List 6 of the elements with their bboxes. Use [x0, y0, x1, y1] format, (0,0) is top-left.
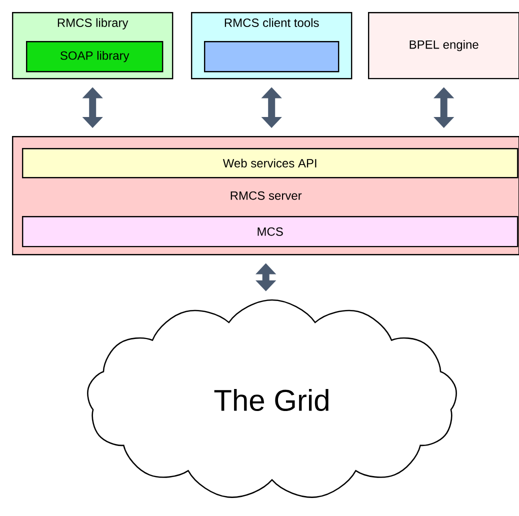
cloud: The Grid	[87, 299, 457, 498]
library-box: SOAP library	[26, 41, 164, 72]
engine-box: BPEL engine	[368, 12, 519, 80]
service-box: MCS	[22, 216, 518, 248]
api-box: Web services API	[22, 148, 518, 178]
library-box	[204, 41, 340, 72]
